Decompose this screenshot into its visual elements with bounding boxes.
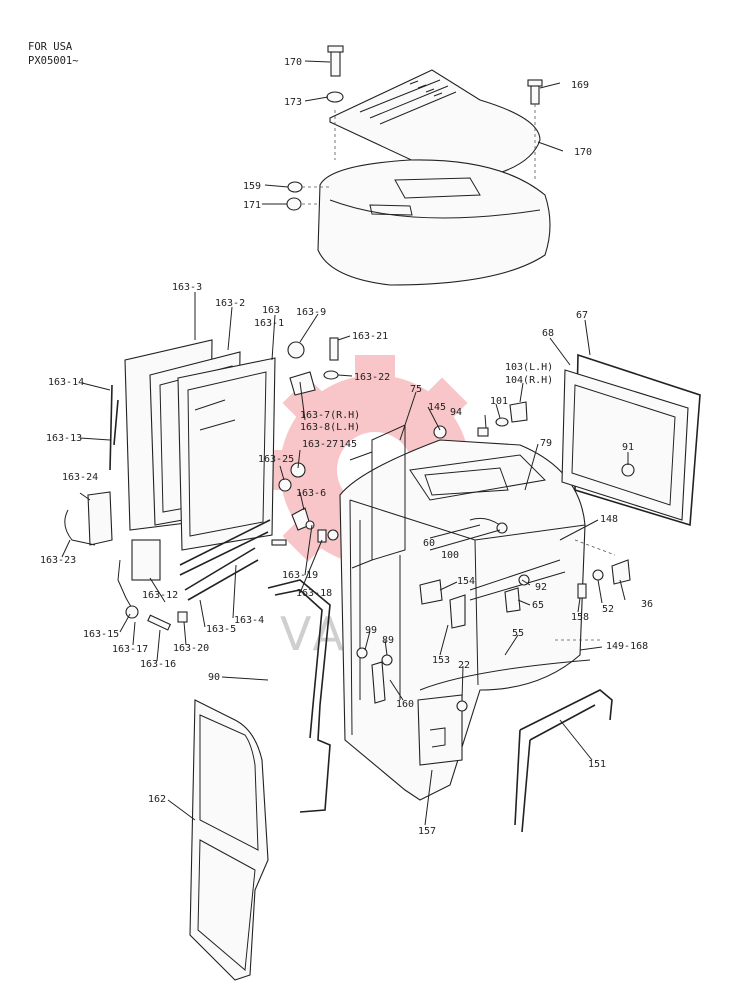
callout-60: 60: [423, 538, 435, 549]
callout-163-9: 163-9: [296, 307, 326, 318]
window-rails: [179, 519, 271, 601]
small-hardware-left: [125, 337, 339, 631]
callout-169: 169: [571, 80, 589, 91]
callout-163-21: 163-21: [352, 331, 388, 342]
callout-104: 104(R.H): [505, 375, 553, 386]
callout-170b: 170: [574, 147, 592, 158]
callout-163-6: 163-6: [296, 488, 326, 499]
callout-68: 68: [542, 328, 554, 339]
cab-door: [189, 699, 269, 981]
callout-163-23: 163-23: [40, 555, 76, 566]
callout-163-22: 163-22: [354, 372, 390, 383]
callout-67: 67: [576, 310, 588, 321]
callout-101: 101: [490, 396, 508, 407]
callout-99: 99: [365, 625, 377, 636]
leader-lines: [61, 60, 629, 826]
callout-94: 94: [450, 407, 462, 418]
callout-163-7: 163-7(R.H): [300, 410, 360, 421]
wiper-motor-bracket: [64, 491, 161, 613]
callout-163-12: 163-12: [142, 590, 178, 601]
callout-163-17: 163-17: [112, 644, 148, 655]
callout-160: 160: [396, 699, 414, 710]
callout-163-13: 163-13: [46, 433, 82, 444]
callout-163-1: 163-1: [254, 318, 284, 329]
callout-162: 162: [148, 794, 166, 805]
callout-163-4: 163-4: [234, 615, 264, 626]
callout-145a: 145: [428, 402, 446, 413]
callout-90: 90: [208, 672, 220, 683]
callout-75: 75: [410, 384, 422, 395]
callout-149-168: 149-168: [606, 641, 648, 652]
callout-170a: 170: [284, 57, 302, 68]
callout-100: 100: [441, 550, 459, 561]
callout-173: 173: [284, 97, 302, 108]
callout-55: 55: [512, 628, 524, 639]
callout-163-20: 163-20: [173, 643, 209, 654]
callout-153: 153: [432, 655, 450, 666]
callout-163-24: 163-24: [62, 472, 98, 483]
callout-163-19: 163-19: [282, 570, 318, 581]
side-window-glass: [561, 369, 689, 521]
callout-91: 91: [622, 442, 634, 453]
roof-bolts: [286, 45, 543, 211]
callout-22: 22: [458, 660, 470, 671]
callout-163-16: 163-16: [140, 659, 176, 670]
callout-158: 158: [571, 612, 589, 623]
callout-163-2: 163-2: [215, 298, 245, 309]
callout-148: 148: [600, 514, 618, 525]
callout-163-15: 163-15: [83, 629, 119, 640]
callout-36: 36: [641, 599, 653, 610]
callout-163-27: 163-27: [302, 439, 338, 450]
window-frame: [177, 357, 276, 551]
callout-65: 65: [532, 600, 544, 611]
callout-171: 171: [243, 200, 261, 211]
callout-79: 79: [540, 438, 552, 449]
callout-92: 92: [535, 582, 547, 593]
callout-163: 163: [262, 305, 280, 316]
callout-163-5: 163-5: [206, 624, 236, 635]
wiper-arm: [109, 384, 119, 471]
callout-163-14: 163-14: [48, 377, 84, 388]
callout-103: 103(L.H): [505, 362, 553, 373]
cab-top: [317, 159, 551, 286]
callout-163-3: 163-3: [172, 282, 202, 293]
front-pillar-panels: [349, 424, 406, 569]
callout-163-25: 163-25: [258, 454, 294, 465]
callout-159: 159: [243, 181, 261, 192]
callout-157: 157: [418, 826, 436, 837]
callout-163-8: 163-8(L.H): [300, 422, 360, 433]
callout-89: 89: [382, 635, 394, 646]
callout-154: 154: [457, 576, 475, 587]
model-region: FOR USA: [28, 41, 73, 53]
callout-163-18: 163-18: [296, 588, 332, 599]
right-mirror-assembly: [577, 559, 631, 599]
callout-151: 151: [588, 759, 606, 770]
callout-52: 52: [602, 604, 614, 615]
callout-145b: 145: [339, 439, 357, 450]
serial-range: PX05001~: [28, 55, 79, 67]
door-seal: [267, 579, 331, 813]
callout-labels: 170 173 169 170 159 171 163-3 163-2 163 …: [40, 57, 653, 837]
